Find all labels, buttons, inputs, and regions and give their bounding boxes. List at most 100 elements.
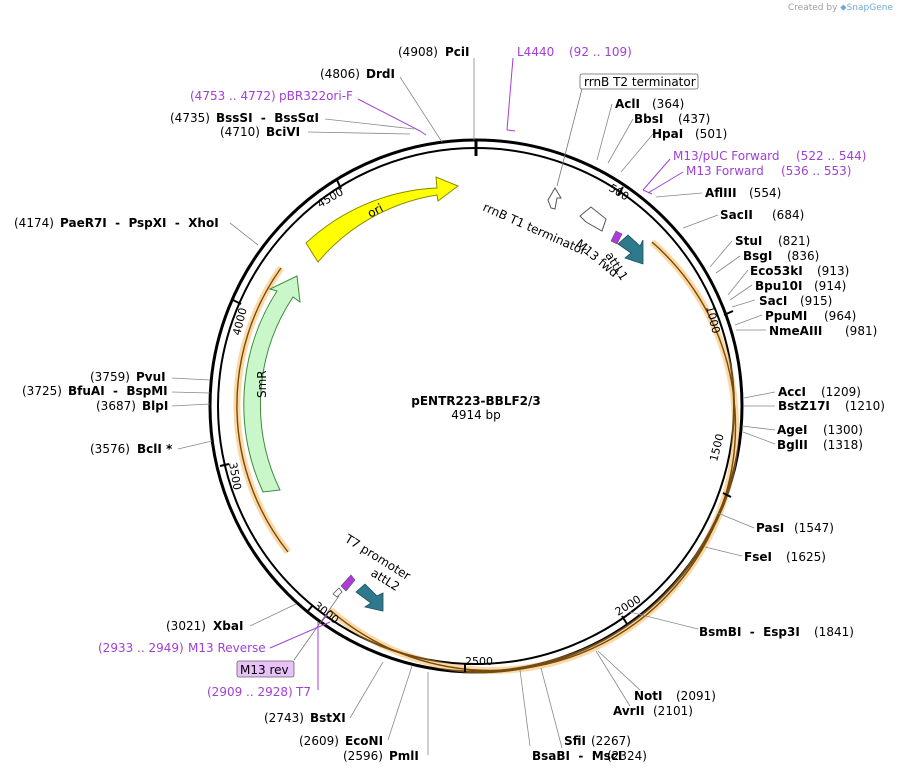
m13-fwd-primer-bind: [610, 230, 623, 245]
enzyme-name-econi: EcoNI: [345, 734, 383, 748]
enzyme-pos-acli: (364): [652, 97, 684, 111]
enzyme-name-stui: StuI: [735, 234, 762, 248]
primer-name-m13rev: M13 Reverse: [188, 641, 266, 655]
primer-range-t7: (2909 .. 2928): [207, 685, 293, 699]
enzyme-pos-bsmbi: (1841): [814, 625, 854, 639]
enzyme-pos-avrii: (2101): [653, 704, 693, 718]
enzyme-name-bstz17i: BstZ17I: [778, 399, 830, 413]
enzyme-name-noti: NotI: [634, 689, 663, 703]
enzyme-name-paer7i: PaeR7I - PspXI - XhoI: [60, 216, 219, 230]
enzyme-name-acli: AclI: [615, 97, 640, 111]
enzyme-pos-bstxi: (2743): [264, 711, 304, 725]
enzyme-pos-nmeaiii: (981): [845, 324, 877, 338]
enzyme-name-pmli: PmlI: [389, 749, 419, 763]
enzyme-pos-bsgi: (836): [787, 249, 819, 263]
rrnb-t2-leader: [556, 88, 583, 187]
enzyme-pos-bstz17i: (1210): [845, 399, 885, 413]
enzyme-pos-pcii: (4908): [398, 45, 438, 59]
enzyme-pos-econi: (2609): [299, 734, 339, 748]
primer-leaders: [269, 57, 684, 690]
enzyme-name-bcli: BclI *: [137, 442, 173, 456]
plasmid-name: pENTR223-BBLF2/3: [411, 394, 541, 408]
tick-1500: 1500: [707, 432, 726, 462]
primer-range-pbr322: (4753 .. 4772): [190, 89, 276, 103]
enzyme-name-pvui: PvuI: [136, 370, 166, 384]
enzyme-name-bsssi: BssSI - BssSαI: [216, 111, 319, 125]
primer-range-m13rev: (2933 .. 2949): [98, 641, 184, 655]
enzyme-pos-acci: (1209): [821, 385, 861, 399]
rrnb-t1-label: rrnB T1 terminator: [481, 200, 589, 258]
enzyme-pos-bbsi: (437): [678, 112, 710, 126]
attl2-feature: [355, 583, 384, 612]
enzyme-name-sfii: SfiI: [564, 734, 586, 748]
enzyme-pos-paer7i: (4174): [14, 216, 54, 230]
ori-label: ori: [365, 201, 385, 221]
enzyme-pos-fsei: (1625): [786, 550, 826, 564]
m13-rev-label: M13 rev: [240, 663, 289, 677]
m13-rev-label-box: [236, 660, 295, 678]
enzyme-name-eco53ki: Eco53kI: [750, 264, 803, 278]
enzyme-name-agei: AgeI: [777, 423, 807, 437]
enzyme-pos-pvui: (3759): [90, 370, 130, 384]
enzyme-name-nmeaiii: NmeAIII: [769, 324, 822, 338]
enzyme-pos-bcivi: (4710): [220, 125, 260, 139]
enzyme-name-blpi: BlpI: [142, 399, 168, 413]
rrnb-t1-feature: [579, 206, 607, 232]
enzyme-name-bsmbi: BsmBI - Esp3I: [699, 625, 800, 639]
enzyme-pos-bsssi: (4735): [170, 111, 210, 125]
enzyme-name-bsabi: BsaBI - MscI: [532, 749, 622, 763]
enzyme-pos-saci: (915): [800, 294, 832, 308]
primer-name-pbr322: pBR322ori-F: [279, 89, 353, 103]
smr-label: SmR: [255, 370, 269, 398]
orf-arc-left-core: [236, 267, 289, 553]
primer-range-l4440: (92 .. 109): [569, 45, 632, 59]
enzyme-name-sacii: SacII: [720, 208, 753, 222]
tick-1000: 1000: [703, 305, 722, 335]
primer-name-m13fwd: M13 Forward: [686, 164, 764, 178]
attl1-feature: [617, 234, 644, 265]
enzyme-name-xbai: XbaI: [213, 619, 243, 633]
smr-feature: [243, 275, 301, 493]
rrnb-t2-label: rrnB T2 terminator: [584, 75, 696, 89]
enzyme-name-pasi: PasI: [756, 521, 784, 535]
orf-arc-right-core: [329, 241, 737, 672]
enzyme-pos-bpu10i: (914): [814, 279, 846, 293]
primer-name-t7: T7: [295, 685, 311, 699]
enzyme-name-avrii: AvrII: [613, 704, 645, 718]
t7-promoter-feature: [332, 587, 343, 598]
enzyme-pos-stui: (821): [778, 234, 810, 248]
enzyme-pos-agei: (1300): [823, 423, 863, 437]
snapgene-watermark: Created by ⬥SnapGene: [788, 3, 893, 13]
enzyme-pos-blpi: (3687): [96, 399, 136, 413]
enzyme-pos-sacii: (684): [772, 208, 804, 222]
primer-range-m13fwd: (536 .. 553): [781, 164, 851, 178]
enzyme-name-hpai: HpaI: [652, 127, 683, 141]
backbone-outer-circle: [208, 138, 744, 674]
enzyme-name-bpu10i: Bpu10I: [755, 279, 802, 293]
enzyme-name-drdi: DrdI: [366, 67, 395, 81]
enzyme-name-ppumi: PpuMI: [765, 309, 807, 323]
tick-3500: 3500: [226, 461, 244, 491]
enzyme-pos-eco53ki: (913): [817, 264, 849, 278]
watermark-prefix: Created by: [787, 3, 838, 13]
enzyme-name-bbsi: BbsI: [634, 112, 663, 126]
enzyme-pos-noti: (2091): [676, 689, 716, 703]
watermark-brand: SnapGene: [846, 3, 893, 13]
enzyme-pos-bfuai: (3725): [22, 384, 62, 398]
rrnb-t2-feature: [547, 187, 562, 210]
enzyme-pos-pasi: (1547): [794, 521, 834, 535]
enzyme-pos-sfii: (2267): [591, 734, 631, 748]
enzyme-name-bcivi: BciVI: [266, 125, 300, 139]
enzyme-pos-bcli: (3576): [90, 442, 130, 456]
enzyme-name-bglii: BglII: [777, 438, 808, 452]
enzyme-pos-bsabi: (2324): [607, 749, 647, 763]
enzyme-leaders: [171, 58, 776, 755]
enzyme-pos-pmli: (2596): [343, 749, 383, 763]
enzyme-pos-drdi: (4806): [320, 67, 360, 81]
enzyme-name-bfuai: BfuAI - BspMI: [68, 384, 168, 398]
enzyme-pos-hpai: (501): [695, 127, 727, 141]
enzyme-pos-aflii: (554): [749, 186, 781, 200]
enzyme-name-fsei: FseI: [744, 550, 772, 564]
primer-name-l4440: L4440: [517, 45, 554, 59]
